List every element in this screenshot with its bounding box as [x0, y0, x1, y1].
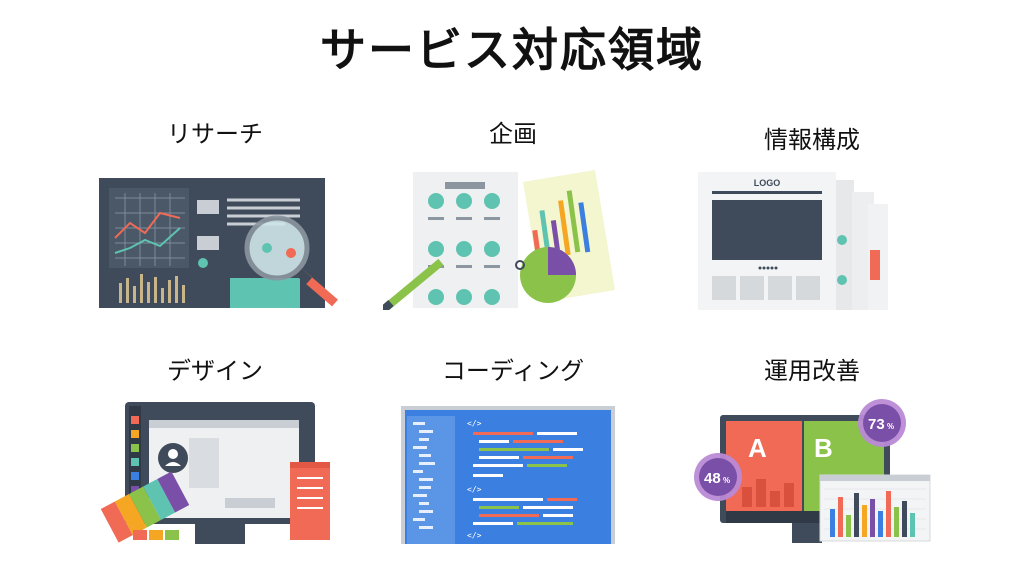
service-label: リサーチ — [167, 120, 263, 148]
logo-text: LOGO — [754, 178, 781, 188]
research-magnifier-chart-icon — [85, 178, 345, 318]
service-label: 運用改善 — [764, 357, 860, 385]
badge-left-value: 48 — [704, 470, 721, 487]
badge-left-unit: % — [723, 476, 730, 485]
badge-right-value: 73 — [868, 416, 885, 433]
code-tag-text: </> — [467, 531, 482, 540]
badge-right-unit: % — [887, 422, 894, 431]
design-monitor-palette-icon — [85, 402, 345, 544]
page-title: サービス対応領域 — [320, 23, 704, 77]
service-label: デザイン — [167, 357, 263, 385]
service-label: コーディング — [441, 357, 585, 385]
planning-documents-chart-icon — [383, 170, 643, 310]
code-tag-text: </> — [467, 419, 482, 428]
service-label: 企画 — [489, 120, 537, 148]
coding-editor-icon: </> </> </> — [383, 406, 643, 546]
information-architecture-wireframe-icon: LOGO — [682, 170, 942, 310]
service-label: 情報構成 — [764, 126, 860, 154]
variant-b-label: B — [814, 433, 833, 463]
variant-a-label: A — [748, 433, 767, 463]
ab-test-improvement-icon: A B — [682, 397, 942, 543]
code-tag-text: </> — [467, 485, 482, 494]
